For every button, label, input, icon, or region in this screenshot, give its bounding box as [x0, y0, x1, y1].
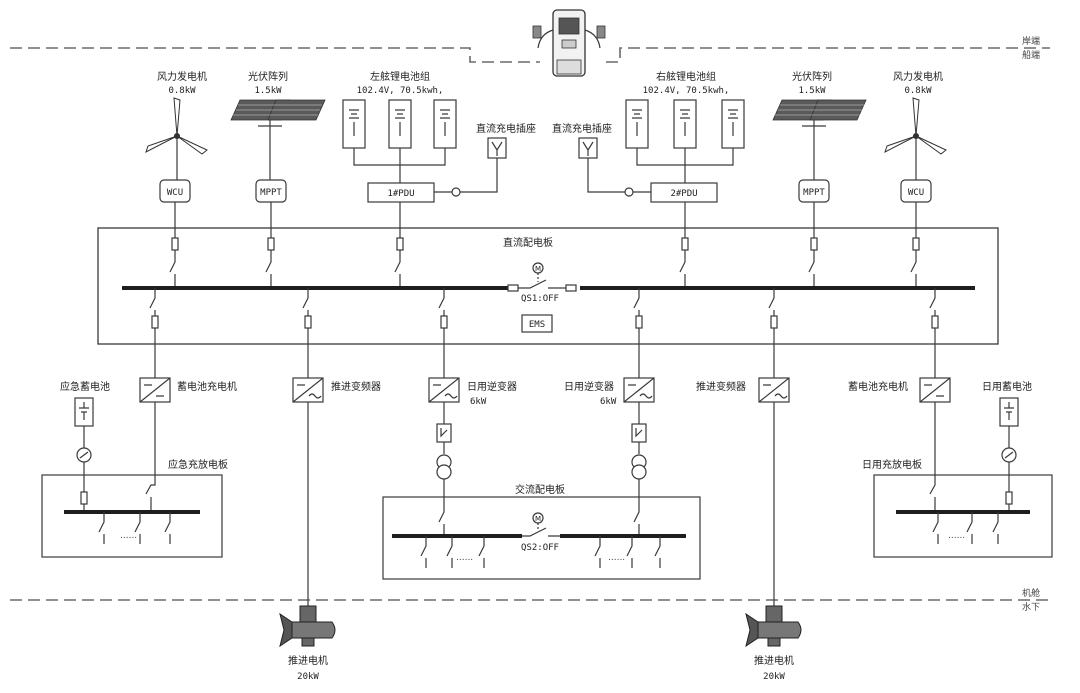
shore-charging-pile-icon: [532, 9, 606, 77]
ac-board-label: 交流配电板: [515, 483, 565, 496]
left-pdu-label: 1#PDU: [387, 189, 414, 199]
emergency-battery-label: 应急蓄电池: [60, 380, 110, 393]
right-inverter-label: 日用逆变器: [564, 380, 614, 393]
left-inverter-power: 6kW: [470, 397, 487, 407]
right-battery-charger: 蓄电池充电机: [848, 377, 951, 510]
right-pv-power: 1.5kW: [798, 86, 826, 96]
daily-panel-label: 日用充放电板: [862, 458, 922, 471]
right-dc-socket: 直流充电插座: [552, 122, 612, 159]
propeller-motor-icon: [279, 605, 336, 648]
right-vfd: 推进变频器: [696, 377, 790, 628]
ship-label: 船端: [1022, 49, 1040, 61]
right-dc-socket-label: 直流充电插座: [552, 122, 612, 135]
right-inverter: 日用逆变器 6kW: [564, 377, 655, 536]
emergency-charge-panel: 应急充放电板 ......: [41, 458, 228, 558]
left-motor-label: 推进电机: [288, 654, 328, 667]
propeller-motor-icon: [745, 605, 802, 648]
ac-distribution-board: 交流配电板 M QS2:OFF ...... ......: [382, 483, 701, 580]
emergency-panel-label: 应急充放电板: [168, 458, 228, 471]
left-battery-spec: 102.4V, 70.5kwh,: [357, 86, 444, 96]
right-wind-turbine: 风力发电机 0.8kW WCU: [884, 70, 947, 238]
right-wcu-label: WCU: [908, 188, 924, 198]
svg-text:M: M: [535, 515, 541, 523]
left-mppt-label: MPPT: [260, 188, 282, 198]
qs1-label: QS1:OFF: [521, 294, 559, 304]
shore-boundary: 岸端 船端: [10, 35, 1050, 63]
emergency-battery: 应急蓄电池: [60, 380, 110, 510]
left-battery-group: 左舷锂电池组 102.4V, 70.5kwh, 1#PDU: [342, 0, 498, 238]
right-pv-array: 光伏阵列 1.5kW MPPT: [772, 70, 867, 238]
ems-label: EMS: [529, 320, 545, 330]
left-inverter-label: 日用逆变器: [467, 380, 517, 393]
daily-battery: 日用蓄电池: [982, 380, 1032, 510]
left-propulsion-motor: 推进电机 20kW: [279, 605, 336, 682]
left-battery-charger: 蓄电池充电机: [139, 377, 237, 510]
battery-module-icon: [625, 99, 745, 183]
right-pdu-label: 2#PDU: [670, 189, 697, 199]
right-charger-label: 蓄电池充电机: [848, 380, 908, 393]
wind-turbine-icon: [884, 97, 947, 180]
left-wind-turbine: 风力发电机 0.8kW WCU: [145, 70, 208, 238]
svg-text:......: ......: [120, 531, 137, 541]
right-battery-group: 右舷锂电池组 102.4V, 70.5kwh, 2#PDU: [587, 70, 745, 238]
right-battery-spec: 102.4V, 70.5kwh,: [643, 86, 730, 96]
svg-text:......: ......: [456, 553, 473, 563]
solar-panel-icon: [772, 99, 867, 180]
battery-module-icon: [342, 0, 457, 183]
right-inverter-power: 6kW: [600, 397, 617, 407]
dc-board-label: 直流配电板: [503, 236, 553, 249]
left-motor-power: 20kW: [297, 672, 319, 682]
left-pv-name: 光伏阵列: [248, 70, 288, 83]
shore-label: 岸端: [1022, 35, 1040, 47]
right-pv-name: 光伏阵列: [792, 70, 832, 83]
qs2-label: QS2:OFF: [521, 543, 559, 553]
solar-panel-icon: [230, 99, 326, 180]
right-wind-name: 风力发电机: [893, 70, 943, 83]
left-pv-power: 1.5kW: [254, 86, 282, 96]
right-motor-power: 20kW: [763, 672, 785, 682]
svg-text:M: M: [535, 265, 541, 273]
underwater-label: 水下: [1022, 601, 1040, 613]
left-dc-socket-label: 直流充电插座: [476, 122, 536, 135]
left-wind-power: 0.8kW: [168, 86, 196, 96]
svg-text:......: ......: [608, 553, 625, 563]
dc-upper-feeders: [169, 237, 920, 288]
underwater-boundary: 机舱 水下: [10, 587, 1050, 613]
left-vfd-label: 推进变频器: [331, 380, 381, 393]
left-inverter: 日用逆变器 6kW: [428, 377, 517, 536]
left-charger-label: 蓄电池充电机: [177, 380, 237, 393]
left-vfd: 推进变频器: [292, 377, 381, 628]
left-wcu-label: WCU: [167, 188, 183, 198]
left-wind-name: 风力发电机: [157, 70, 207, 83]
left-battery-name: 左舷锂电池组: [370, 70, 430, 83]
right-wind-power: 0.8kW: [904, 86, 932, 96]
wind-turbine-icon: [145, 97, 208, 180]
right-vfd-label: 推进变频器: [696, 380, 746, 393]
daily-charge-panel: 日用充放电板 ......: [862, 458, 1053, 558]
left-pv-array: 光伏阵列 1.5kW MPPT: [230, 70, 326, 238]
daily-battery-label: 日用蓄电池: [982, 380, 1032, 393]
dc-distribution-board: 直流配电板 M QS1:OFF EMS: [97, 227, 999, 378]
right-propulsion-motor: 推进电机 20kW: [745, 605, 802, 682]
left-dc-socket: 直流充电插座: [476, 122, 536, 159]
right-mppt-label: MPPT: [803, 188, 825, 198]
engine-room-label: 机舱: [1022, 587, 1040, 599]
right-motor-label: 推进电机: [754, 654, 794, 667]
svg-text:......: ......: [948, 531, 965, 541]
right-battery-name: 右舷锂电池组: [656, 70, 716, 83]
